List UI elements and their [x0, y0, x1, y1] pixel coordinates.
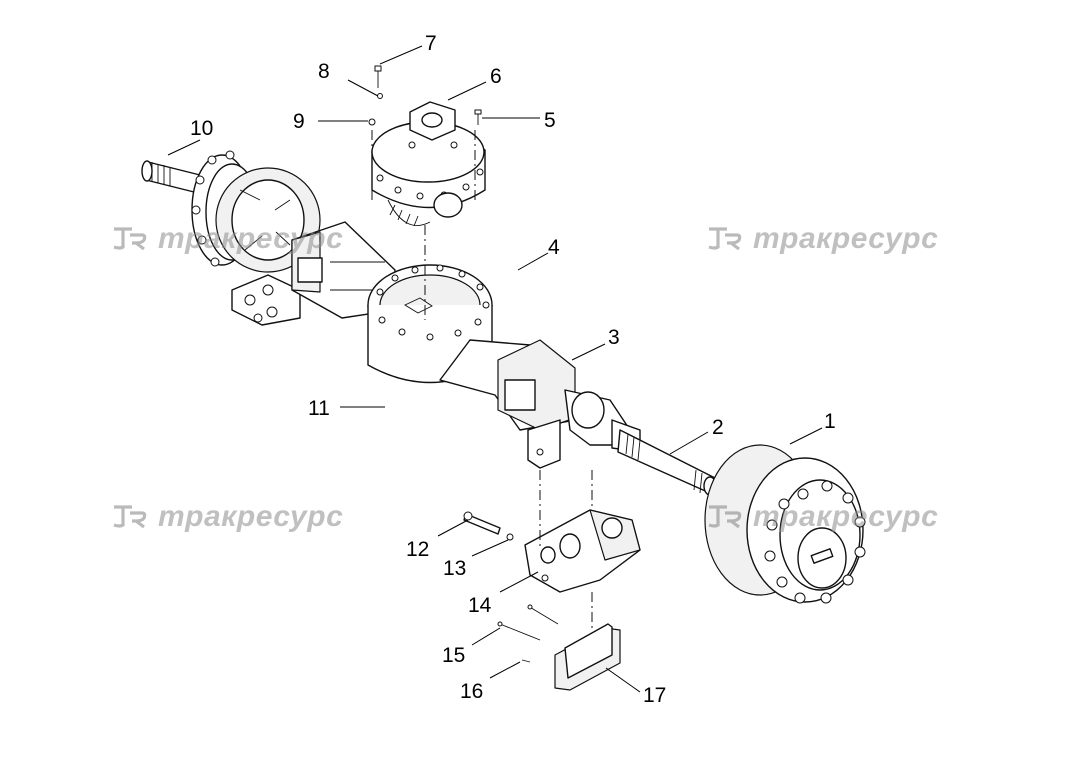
callout-15: 15	[442, 644, 465, 667]
watermark-top-right: тракресурс	[705, 222, 938, 256]
callout-16: 16	[460, 680, 483, 703]
watermark-logo-icon	[708, 227, 742, 251]
differential-assembly	[368, 65, 486, 227]
watermark-logo-icon	[113, 227, 147, 251]
callout-6: 6	[490, 65, 502, 88]
watermark-logo-icon	[113, 505, 147, 529]
axle-housing	[291, 221, 641, 469]
right-hub-assembly	[704, 444, 866, 604]
left-hub-assembly	[141, 150, 321, 326]
watermark-text: тракресурс	[158, 500, 344, 533]
callout-11: 11	[308, 397, 330, 420]
callout-4: 4	[548, 236, 560, 259]
axle-shaft-part	[617, 429, 717, 496]
callout-1: 1	[824, 410, 836, 433]
leader-lines	[167, 45, 823, 693]
callout-14: 14	[468, 594, 492, 617]
callout-9: 9	[293, 110, 305, 133]
watermark-text: тракресурс	[753, 222, 939, 255]
callout-12: 12	[406, 538, 429, 561]
assembly-axes	[371, 130, 593, 630]
watermark-top-left: тракресурс	[110, 222, 343, 256]
callout-8: 8	[318, 60, 330, 83]
callout-7: 7	[425, 32, 437, 55]
watermark-bottom-right: тракресурс	[705, 500, 938, 534]
watermark-text: тракресурс	[158, 222, 344, 255]
callout-10: 10	[190, 117, 213, 140]
watermark-bottom-left: тракресурс	[110, 500, 343, 534]
callout-5: 5	[544, 109, 556, 132]
watermark-logo-icon	[708, 505, 742, 529]
callout-13: 13	[443, 557, 466, 580]
brake-caliper-assembly	[463, 509, 641, 691]
callout-2: 2	[712, 416, 724, 439]
callout-3: 3	[608, 326, 620, 349]
watermark-text: тракресурс	[753, 500, 939, 533]
callout-17: 17	[643, 684, 666, 707]
callout-labels: 1 2 3 4 5 6 7 8 9 10 11 12 13 14 15 16 1…	[190, 32, 836, 707]
